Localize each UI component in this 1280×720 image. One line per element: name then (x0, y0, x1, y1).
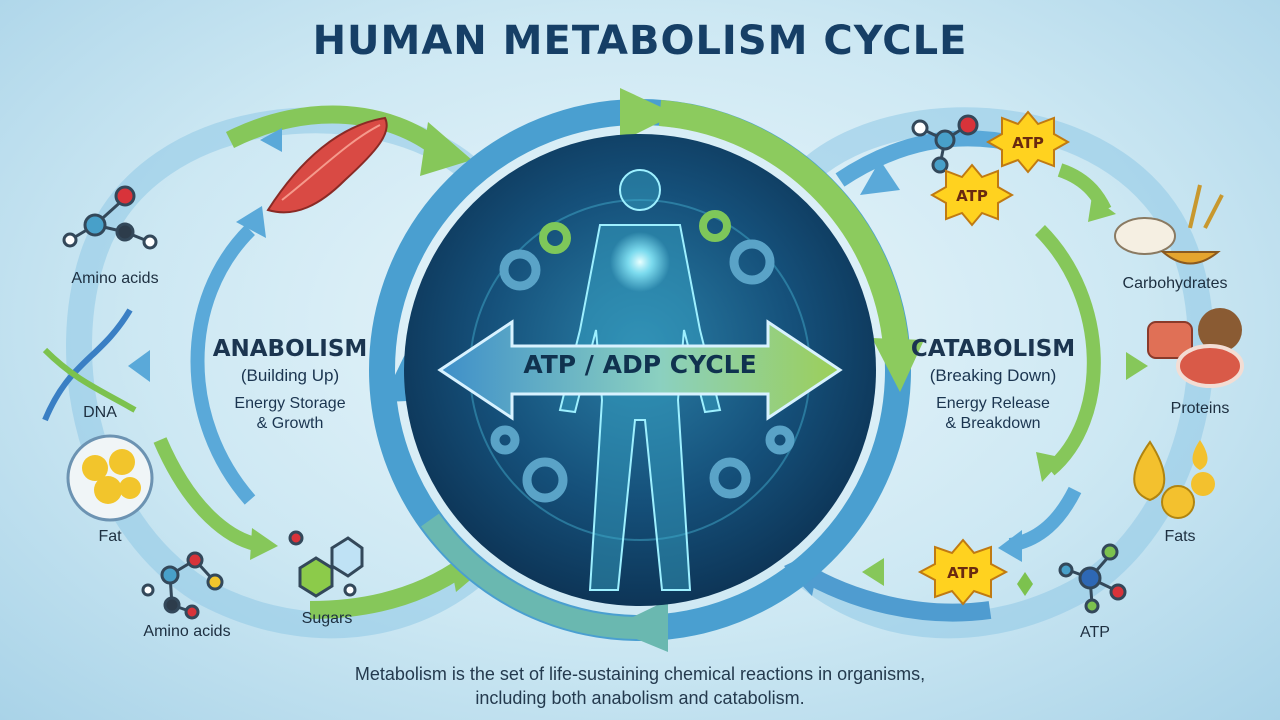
right-arrow-top-head (860, 160, 900, 195)
right-inner-arc-head (1036, 452, 1064, 482)
right-arrow-bottom (795, 562, 992, 622)
human-body-icon (558, 169, 722, 591)
label-atp-bottom: ATP (1080, 624, 1110, 641)
atp-badge-icon: ATP (917, 538, 1009, 606)
label-amino-acids-bottom: Amino acids (143, 623, 231, 640)
atp-badge-label: ATP (956, 187, 988, 205)
right-arrow-side-head (1088, 196, 1116, 222)
label-carbohydrates: Carbohydrates (1122, 275, 1228, 292)
meat-icon (1147, 308, 1244, 388)
left-small-arrow-2 (260, 128, 282, 152)
anabolism-description: Energy Storage & Growth (195, 394, 385, 434)
anabolism-desc-line2: & Growth (256, 415, 324, 432)
catabolism-block: CATABOLISM (Breaking Down) Energy Releas… (898, 336, 1088, 434)
muscle-icon (266, 116, 388, 214)
right-lower-arc-head (998, 530, 1022, 562)
left-arrow-top (225, 105, 446, 158)
molecule-icon (141, 551, 224, 620)
catabolism-heading: CATABOLISM (910, 336, 1076, 362)
atp-badge-icon: ATP (929, 163, 1015, 227)
catabolism-subheading: (Breaking Down) (929, 366, 1057, 385)
right-outer-arc (791, 107, 1214, 639)
footer-line1: Metabolism is the set of life-sustaining… (354, 664, 926, 684)
oil-drop-icon (1133, 440, 1215, 519)
heart-glow (610, 232, 670, 292)
center-ring-green-arc (658, 100, 910, 361)
atp-badge-label: ATP (947, 564, 979, 582)
label-fats: Fats (1164, 528, 1196, 545)
center-cycle-label: ATP / ADP CYCLE (523, 350, 757, 379)
molecule-icon (62, 185, 158, 250)
page-title: HUMAN METABOLISM CYCLE (312, 18, 968, 64)
label-fat: Fat (98, 528, 122, 545)
anabolism-heading: ANABOLISM (212, 336, 368, 362)
molecule-icon (911, 114, 979, 174)
left-inner-arc (190, 225, 256, 505)
left-small-arrow (128, 350, 150, 382)
left-inner-arc-head (236, 206, 266, 238)
grain-bowl-icon (1114, 184, 1224, 265)
center-double-arrow (437, 319, 843, 421)
anabolism-desc-line1: Energy Storage (234, 395, 346, 412)
catabolism-desc-line1: Energy Release (936, 395, 1050, 412)
right-inner-arc (1035, 225, 1101, 476)
hexagon-molecule-icon (288, 530, 364, 598)
right-green-small (862, 558, 884, 586)
anabolism-subheading: (Building Up) (240, 366, 340, 385)
gear-icon (490, 239, 795, 503)
center-ring-green-arc-2 (421, 513, 641, 639)
left-arrow-top-head (420, 122, 472, 176)
atp-badge-icon: ATP (985, 110, 1071, 174)
catabolism-desc-line2: & Breakdown (945, 415, 1041, 432)
center-ring-head-top (620, 88, 676, 142)
sparkle-icon (1017, 572, 1033, 596)
atp-badge-label: ATP (1012, 134, 1044, 152)
anabolism-block: ANABOLISM (Building Up) Energy Storage &… (195, 336, 385, 434)
label-amino-acids-top: Amino acids (71, 270, 159, 287)
label-sugars: Sugars (301, 610, 353, 627)
fat-cells-icon (66, 434, 154, 522)
left-arrow-bottom (309, 557, 471, 619)
footer-caption: Metabolism is the set of life-sustaining… (0, 662, 1280, 710)
dna-icon (42, 308, 137, 422)
center-ring-head-right (872, 338, 924, 392)
catabolism-description: Energy Release & Breakdown (898, 394, 1088, 434)
left-loop-green-head (250, 528, 278, 560)
label-dna: DNA (83, 404, 117, 421)
left-loop-green (153, 437, 262, 552)
label-proteins: Proteins (1170, 400, 1230, 417)
gear-icon (539, 210, 731, 254)
right-small-arrow (1126, 352, 1148, 380)
molecule-icon (1058, 543, 1127, 614)
footer-line2: including both anabolism and catabolism. (475, 688, 805, 708)
center-ring-head-bottom (610, 600, 668, 652)
